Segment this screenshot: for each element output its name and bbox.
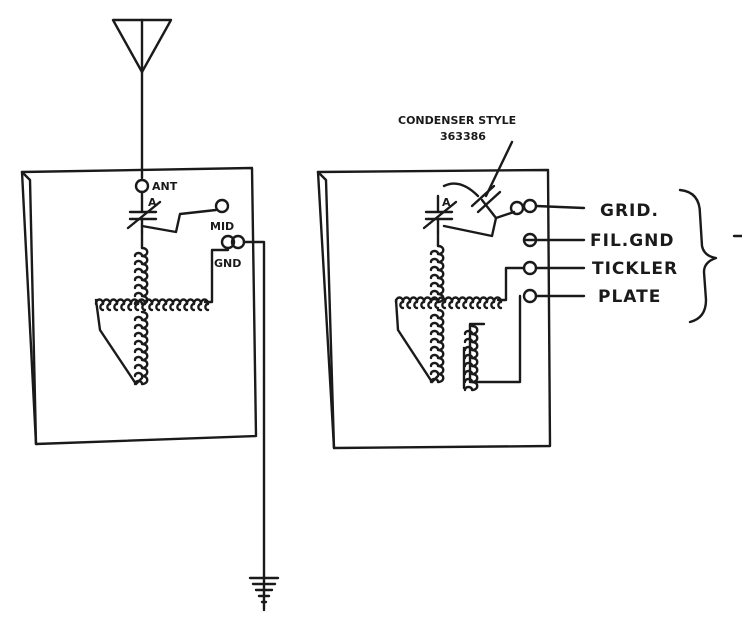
right-wiring (394, 230, 538, 390)
tickler-label: TICKLER (592, 259, 678, 279)
antenna-icon (111, 18, 173, 180)
terminal-aux (509, 200, 525, 216)
plate-label: PLATE (598, 287, 661, 307)
ground-icon (248, 574, 280, 612)
left-wiring (94, 230, 266, 578)
coil-winding (429, 244, 445, 304)
variable-condenser-icon (126, 190, 218, 234)
variable-condenser-right-icon (422, 194, 458, 234)
coil-upper-left (133, 246, 149, 306)
coil-winding (94, 298, 210, 312)
right-panel (316, 168, 552, 450)
coil-winding (133, 246, 149, 306)
condenser-pointer (484, 140, 514, 198)
condenser-label: CONDENSER STYLE (398, 114, 516, 127)
coil-lower-right (429, 308, 445, 384)
tickler-terminal (522, 260, 538, 276)
lead-brace (678, 188, 718, 324)
grid-terminal (522, 198, 538, 214)
plate-terminal (522, 288, 538, 304)
gnd-terminal (220, 234, 236, 250)
coil-upper-right (429, 244, 445, 304)
gnd-label: GND (214, 257, 241, 270)
tap-label-left: A (148, 196, 157, 209)
coil-winding (429, 308, 445, 384)
mid-terminal-upper (214, 198, 230, 214)
coil-horizontal-right (394, 296, 503, 310)
condenser-style-number: 363386 (440, 130, 486, 143)
ant-terminal (134, 178, 150, 194)
fixed-condenser-icon (442, 182, 516, 238)
grid-label: GRID. (600, 201, 659, 221)
tap-label-right: A (442, 196, 451, 209)
coil-lower-left (133, 310, 149, 386)
coil-winding (394, 296, 503, 310)
coil-horizontal-left (94, 298, 210, 312)
ant-label: ANT (152, 180, 178, 193)
coil-winding (133, 310, 149, 386)
lead-arrows (534, 204, 586, 298)
mid-label: MID (210, 220, 234, 233)
left-panel (20, 166, 258, 446)
filgnd-label: FIL.GND (590, 231, 675, 251)
